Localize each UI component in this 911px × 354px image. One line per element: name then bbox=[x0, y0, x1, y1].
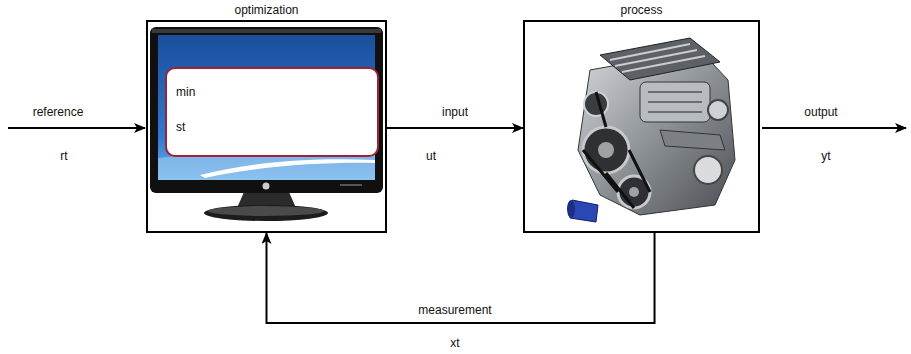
engine-illustration bbox=[694, 156, 722, 184]
connector-label: measurement bbox=[416, 303, 493, 318]
engine-illustration bbox=[640, 82, 710, 122]
formula-text: st bbox=[176, 120, 185, 135]
signal-symbol: rt bbox=[58, 149, 69, 164]
engine-illustration bbox=[583, 127, 629, 173]
engine-illustration bbox=[610, 44, 705, 72]
objective-box: min st bbox=[165, 67, 379, 157]
box-heading: optimization bbox=[234, 3, 298, 18]
reference-arrow bbox=[8, 127, 145, 129]
monitor-illustration bbox=[150, 27, 383, 221]
engine-illustration bbox=[567, 200, 575, 218]
engine-illustration bbox=[629, 187, 639, 197]
engine-illustration bbox=[660, 130, 725, 150]
box-heading: process bbox=[620, 3, 662, 18]
signal-connector bbox=[387, 127, 523, 129]
engine-illustration bbox=[598, 142, 614, 158]
connector-label: input bbox=[440, 105, 470, 120]
monitor-illustration bbox=[208, 206, 324, 216]
optimization-box: optimizationminst bbox=[146, 20, 387, 233]
monitor-illustration bbox=[340, 184, 362, 186]
engine-illustration bbox=[648, 92, 702, 112]
engine-illustration bbox=[708, 100, 728, 120]
signal-symbol: xt bbox=[448, 336, 461, 351]
monitor-illustration bbox=[200, 159, 375, 178]
signal-connector bbox=[267, 233, 655, 323]
signal-symbol: yt bbox=[819, 149, 832, 164]
monitor-illustration bbox=[263, 183, 270, 190]
signal-name: reference bbox=[31, 105, 86, 120]
signal-symbol: ut bbox=[424, 149, 438, 164]
engine-illustration bbox=[583, 92, 650, 208]
process-box: process bbox=[523, 20, 760, 233]
engine-illustration bbox=[567, 38, 735, 222]
output-arrow bbox=[762, 127, 906, 129]
monitor-illustration bbox=[150, 27, 383, 193]
signal-name: output bbox=[802, 105, 839, 120]
formula-text: min bbox=[176, 85, 195, 100]
monitor-illustration bbox=[204, 205, 328, 221]
monitor-illustration bbox=[152, 29, 381, 33]
engine-illustration bbox=[600, 38, 720, 80]
